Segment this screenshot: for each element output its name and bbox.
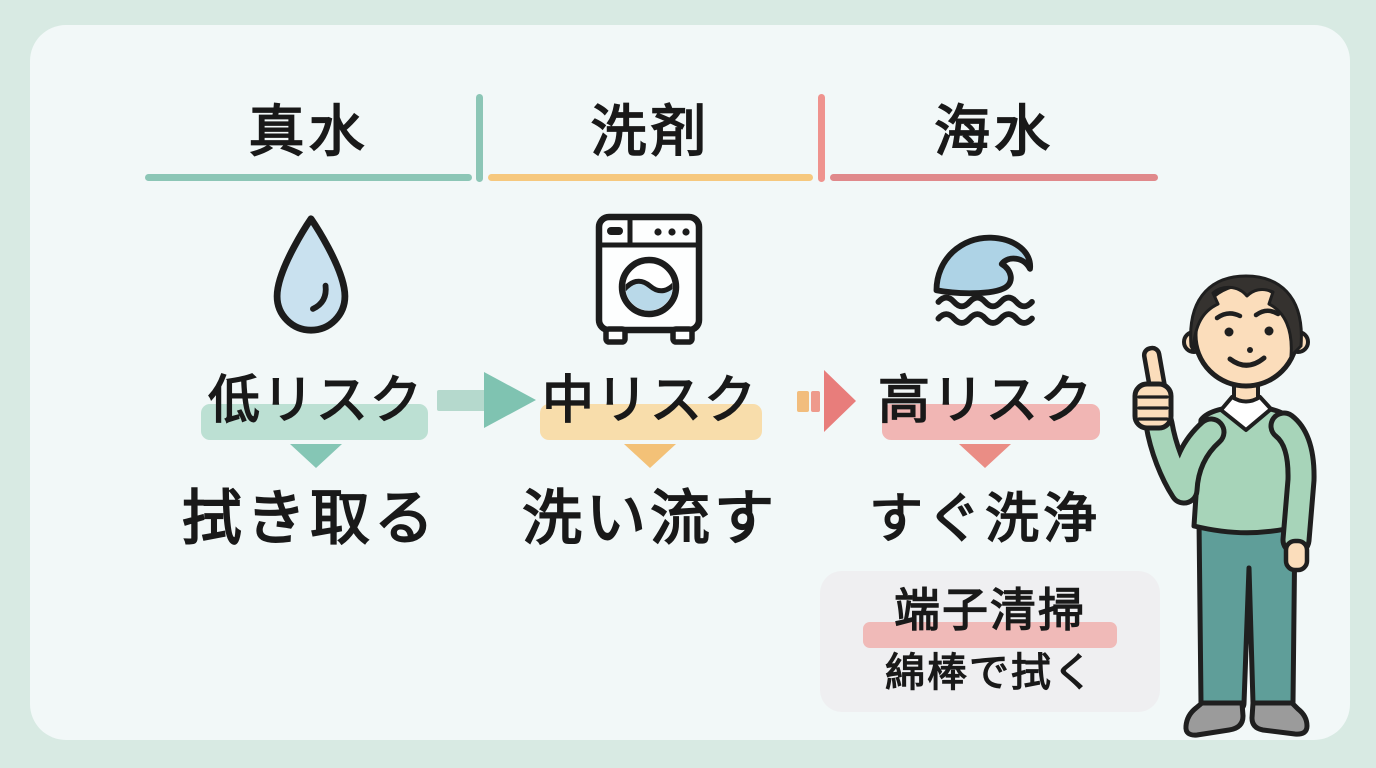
- risk-label-medium: 中リスク: [541, 372, 758, 430]
- column-divider-1: [476, 94, 483, 182]
- action-label-wash-now: すぐ洗浄: [869, 489, 1101, 549]
- underline-detergent: [488, 174, 813, 181]
- down-triangle-low: [290, 444, 342, 468]
- risk-highlight-low: [201, 404, 428, 440]
- column-header-fresh-water: 真水: [248, 100, 369, 163]
- ocean-wave-icon: [933, 234, 1035, 326]
- note-title: 端子清掃: [894, 584, 1086, 636]
- down-triangle-medium: [624, 444, 676, 468]
- risk-label-low: 低リスク: [207, 372, 424, 430]
- right-arrow-icon-2: [824, 370, 856, 432]
- underline-fresh-water: [145, 174, 472, 181]
- right-arrow-icon-1: [484, 372, 536, 428]
- arrow-dash-pink: [811, 391, 820, 412]
- risk-label-high: 高リスク: [877, 372, 1094, 430]
- risk-highlight-medium: [540, 404, 762, 440]
- risk-highlight-high: [882, 404, 1100, 440]
- terminal-cleaning-note: 端子清掃 綿棒で拭く: [820, 571, 1160, 712]
- action-label-rinse: 洗い流す: [522, 485, 778, 552]
- underline-seawater: [830, 174, 1158, 181]
- note-title-highlight: [863, 622, 1117, 648]
- action-label-wipe: 拭き取る: [182, 485, 438, 552]
- column-header-detergent: 洗剤: [590, 100, 711, 163]
- arrow-dash-orange: [797, 391, 809, 412]
- washing-machine-icon: [595, 213, 703, 345]
- column-divider-2: [818, 94, 825, 182]
- down-triangle-high: [959, 444, 1011, 468]
- column-header-seawater: 海水: [934, 100, 1054, 163]
- arrow-shaft-1: [437, 390, 487, 411]
- thumbs-up-man: [1132, 274, 1317, 738]
- note-subtitle: 綿棒で拭く: [885, 651, 1095, 695]
- water-drop-icon: [273, 215, 349, 334]
